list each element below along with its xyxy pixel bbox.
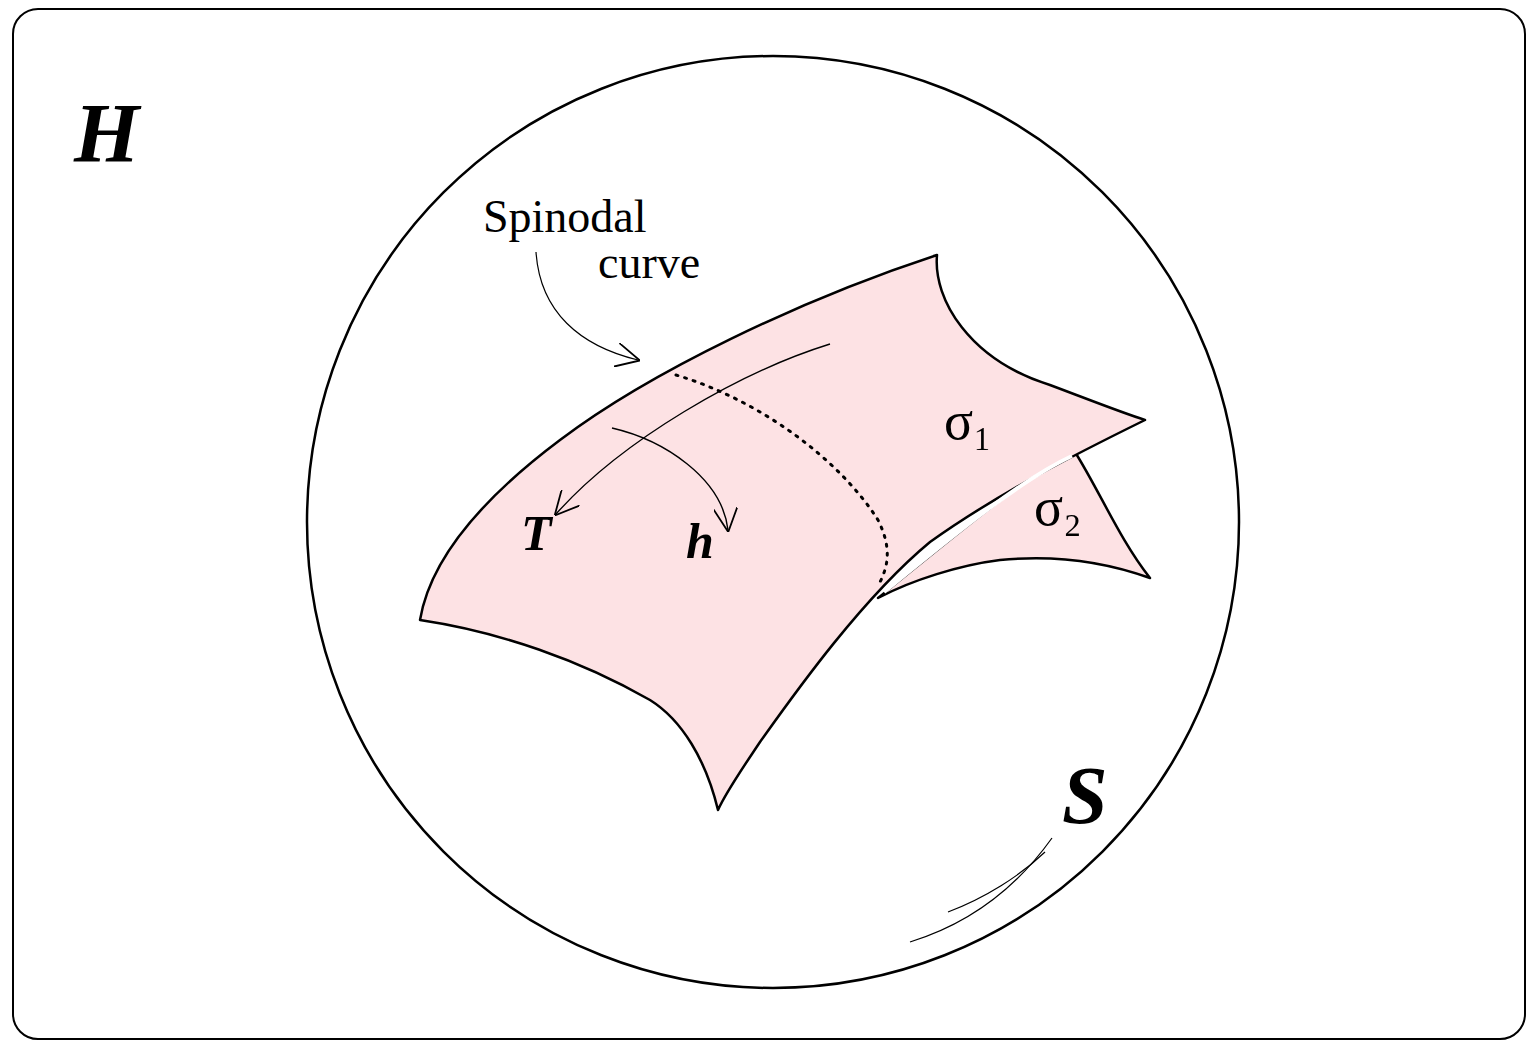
t-arrow (556, 344, 830, 514)
spinodal-curve (676, 375, 887, 582)
axis-label: T (521, 508, 552, 558)
sheet-gap (884, 456, 1072, 592)
region-outline (307, 56, 1239, 988)
region-circle: S (306, 55, 1240, 989)
region-name: S (1062, 755, 1108, 837)
tick-arc (910, 838, 1052, 942)
h-arrow (612, 428, 728, 530)
space-frame: HS (12, 8, 1526, 1040)
leader-line (536, 252, 638, 360)
region-name: H (74, 92, 139, 176)
axis-label: h (686, 516, 714, 566)
sheet-label: σ₁ (944, 394, 992, 448)
circle-outline (306, 55, 1240, 989)
tick-arc (948, 852, 1045, 912)
upper-sheet (420, 255, 1145, 810)
sheet-label: σ₂ (1034, 480, 1082, 534)
callout-label: Spinodal curve (483, 194, 738, 286)
